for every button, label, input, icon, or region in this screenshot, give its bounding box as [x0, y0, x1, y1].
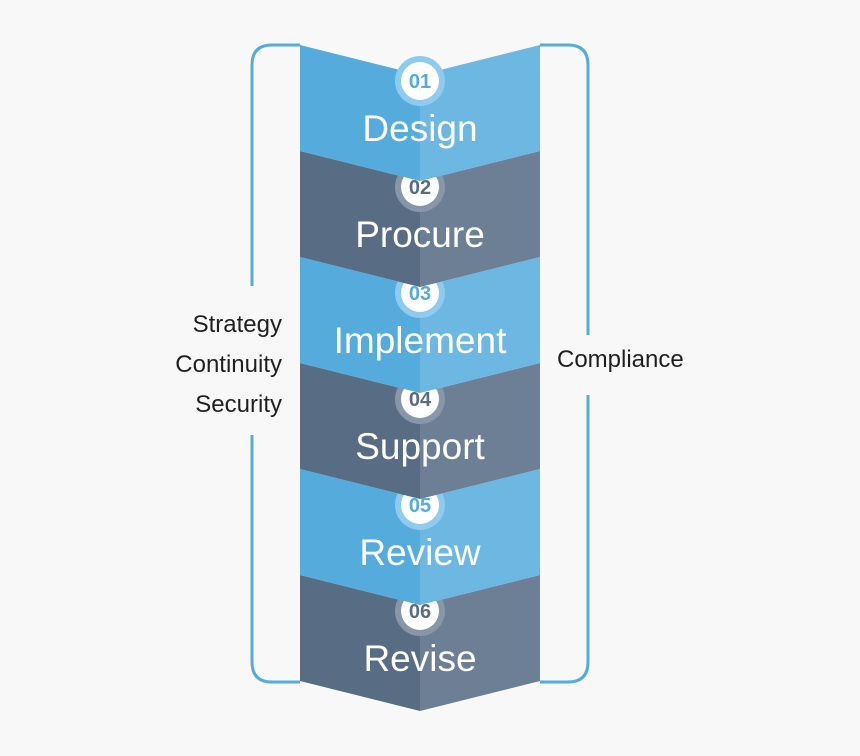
step-number: 01 [409, 71, 431, 93]
right-bracket [540, 43, 590, 684]
step-number: 02 [409, 177, 431, 199]
chevron-left-half [300, 469, 420, 605]
step-number: 03 [409, 283, 431, 305]
chevron-left-half [300, 257, 420, 393]
step-number: 04 [409, 389, 432, 411]
label-compliance: Compliance [557, 346, 684, 373]
step-title: Design [362, 108, 477, 149]
chevron-right-half [420, 469, 540, 605]
step-title: Procure [355, 214, 485, 255]
step-number: 05 [409, 495, 431, 517]
chevron-left-half [300, 363, 420, 499]
chevron-left-half [300, 575, 420, 711]
chevron-right-half [420, 151, 540, 287]
chevron-right-half [420, 575, 540, 711]
left-labels: Strategy Continuity Security [175, 305, 282, 425]
step-title: Implement [334, 320, 507, 361]
chevron-right-half [420, 45, 540, 181]
step-title: Revise [363, 638, 476, 679]
chevron-left-half [300, 45, 420, 181]
label-strategy: Strategy [192, 311, 282, 338]
chevron-left-half [300, 151, 420, 287]
step-title: Review [359, 532, 481, 573]
step-title: Support [355, 426, 485, 467]
chevron-right-half [420, 363, 540, 499]
left-bracket [250, 43, 300, 684]
chevron-right-half [420, 257, 540, 393]
label-security: Security [195, 391, 282, 418]
label-continuity: Continuity [175, 351, 282, 378]
badge-circle [401, 62, 439, 100]
step-number: 06 [409, 601, 431, 623]
